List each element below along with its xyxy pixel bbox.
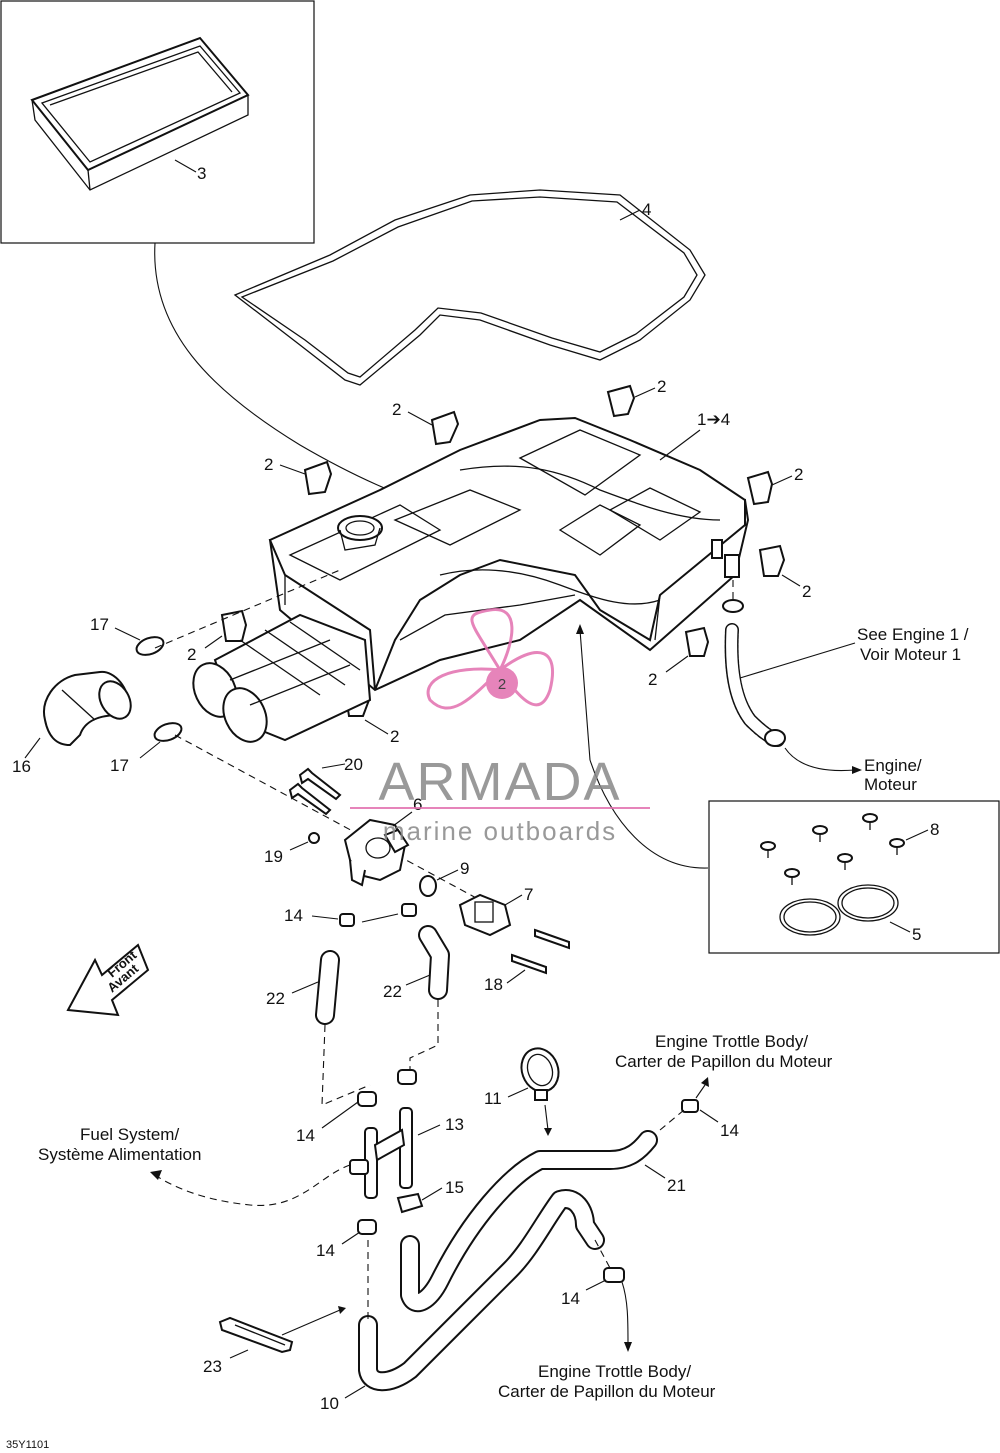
clamps-14-upper — [339, 903, 417, 927]
air-filter-element — [30, 36, 250, 191]
watermark-title: ARMADA — [378, 752, 621, 812]
align-line-2 — [174, 734, 481, 901]
intake-trumpets — [192, 613, 372, 743]
label-16: 16 — [12, 757, 31, 776]
label-17b: 17 — [110, 756, 129, 775]
label-10: 10 — [320, 1394, 339, 1413]
clamp-14-upper-right — [681, 1099, 699, 1113]
clamp-14-lower — [603, 1267, 625, 1283]
clamps-14-mid — [357, 1069, 417, 1235]
label-6: 6 — [413, 795, 422, 814]
label-3: 3 — [197, 164, 206, 183]
engine-fr: Moteur — [864, 775, 917, 794]
label-23: 23 — [203, 1357, 222, 1376]
throttle-bot-fr: Carter de Papillon du Moteur — [498, 1382, 716, 1401]
hose-21 — [400, 1130, 658, 1313]
label-22b: 22 — [383, 982, 402, 1001]
nut-19 — [308, 832, 320, 844]
bolts-18 — [511, 928, 570, 975]
label-20: 20 — [344, 755, 363, 774]
vent-hose — [722, 580, 786, 747]
hardware-inset-leader — [579, 629, 709, 869]
orings-5 — [779, 884, 899, 936]
label-2d: 2 — [794, 465, 803, 484]
label-14a: 14 — [284, 906, 303, 925]
clamp-15 — [396, 1192, 424, 1214]
label-2b: 2 — [264, 455, 273, 474]
label-4: 4 — [642, 200, 651, 219]
label-21: 21 — [667, 1176, 686, 1195]
clamp-11 — [520, 1047, 560, 1101]
screws-8 — [760, 813, 905, 885]
clamps-17 — [135, 636, 183, 742]
label-1to4: 1➔4 — [697, 410, 730, 429]
air-box — [268, 416, 750, 692]
watermark-badge-label: 2 — [498, 676, 506, 693]
fuel-system-fr: Système Alimentation — [38, 1145, 201, 1164]
label-19: 19 — [264, 847, 283, 866]
throttle-top-fr: Carter de Papillon du Moteur — [615, 1052, 833, 1071]
propeller-logo-icon — [426, 608, 555, 710]
fuel-system-en: Fuel System/ — [80, 1125, 179, 1144]
label-7: 7 — [524, 885, 533, 904]
hose-10 — [358, 1189, 605, 1392]
inset-leader — [154, 242, 429, 506]
label-2a: 2 — [392, 400, 401, 419]
align-line-1 — [154, 569, 341, 649]
label-2g: 2 — [648, 670, 657, 689]
bolts-20 — [288, 767, 342, 816]
hoses-22 — [315, 925, 450, 1025]
sensor-7 — [458, 893, 512, 937]
see-engine-fr: Voir Moteur 1 — [860, 645, 961, 664]
label-5: 5 — [912, 925, 921, 944]
oring-9 — [419, 875, 437, 897]
tee-fitting-13 — [349, 1107, 413, 1199]
label-14c: 14 — [316, 1241, 335, 1260]
throttle-top-en: Engine Trottle Body/ — [655, 1032, 808, 1051]
tool-23 — [218, 1316, 294, 1354]
elbow-16 — [43, 670, 132, 747]
label-15: 15 — [445, 1178, 464, 1197]
label-13: 13 — [445, 1115, 464, 1134]
label-8: 8 — [930, 820, 939, 839]
hardware-inset: 8 5 — [708, 800, 1000, 954]
label-9: 9 — [460, 859, 469, 878]
engine-en: Engine/ — [864, 756, 922, 775]
armada-watermark: 2 ARMADA marine outboards — [350, 608, 650, 846]
see-engine-en: See Engine 1 / — [857, 625, 969, 644]
throttle-body-6 — [343, 818, 410, 887]
watermark-subtitle: marine outboards — [383, 816, 617, 846]
label-14d: 14 — [561, 1289, 580, 1308]
label-2f: 2 — [187, 645, 196, 664]
label-14b: 14 — [296, 1126, 315, 1145]
throttle-bot-en: Engine Trottle Body/ — [538, 1362, 691, 1381]
label-2e: 2 — [802, 582, 811, 601]
label-14e: 14 — [720, 1121, 739, 1140]
label-18: 18 — [484, 975, 503, 994]
label-2c: 2 — [657, 377, 666, 396]
label-2h: 2 — [390, 727, 399, 746]
filter-inset: 3 — [0, 0, 315, 244]
figure-code: 35Y1101 — [6, 1439, 49, 1451]
gasket-4 — [233, 189, 706, 386]
label-17a: 17 — [90, 615, 109, 634]
label-11: 11 — [484, 1089, 502, 1108]
watermark-badge — [486, 667, 518, 699]
label-22a: 22 — [266, 989, 285, 1008]
front-arrow-icon: Front Avant — [66, 943, 150, 1017]
fuel-system-arrow — [154, 1164, 351, 1207]
